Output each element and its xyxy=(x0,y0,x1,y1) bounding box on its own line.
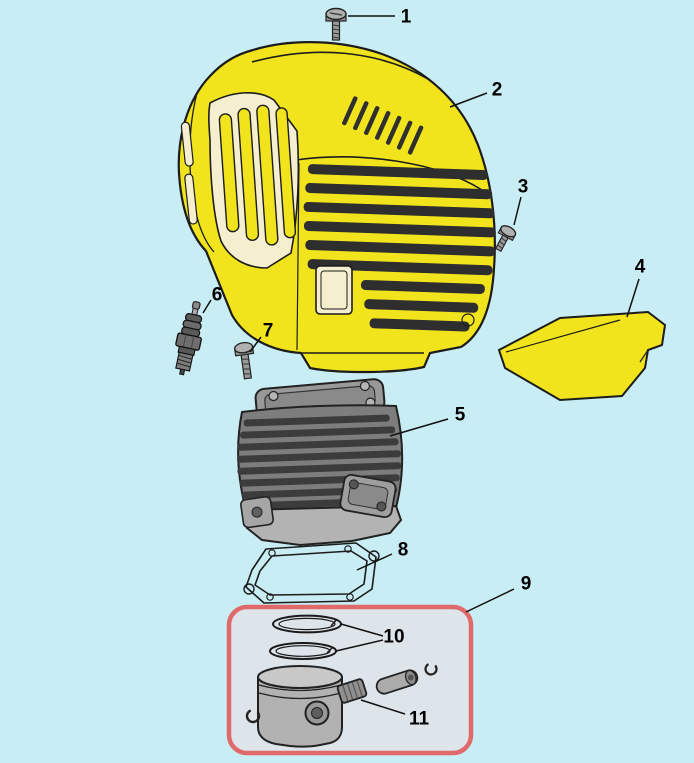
leader-line-8 xyxy=(356,553,393,571)
cover-grille xyxy=(303,164,496,332)
piston xyxy=(257,665,343,748)
cylinder xyxy=(236,378,404,547)
cover-window-inner xyxy=(320,270,348,310)
leader-line-10a xyxy=(340,623,384,637)
screw-3 xyxy=(494,225,517,252)
part-label-2: 2 xyxy=(492,80,503,101)
part-label-10: 10 xyxy=(383,627,404,648)
circlip-right xyxy=(424,662,438,676)
wrist-pin xyxy=(375,669,419,695)
part-label-7: 7 xyxy=(263,321,274,342)
cover-front-ridge xyxy=(295,156,483,191)
leader-line-6 xyxy=(202,299,212,314)
part-label-4: 4 xyxy=(635,257,646,278)
engine-cover xyxy=(177,41,496,374)
gasket xyxy=(243,542,380,604)
part-label-6: 6 xyxy=(212,285,223,306)
cover-window xyxy=(315,265,353,315)
spark-plug xyxy=(175,301,203,376)
cover-plate xyxy=(497,310,667,402)
circlip-left xyxy=(245,708,261,724)
cylinder-left-lug xyxy=(240,496,274,529)
part-label-9: 9 xyxy=(521,574,532,595)
gasket-ear-left xyxy=(243,583,255,595)
leader-line-9 xyxy=(465,588,515,613)
leader-line-3 xyxy=(513,196,522,226)
cover-frame-slots xyxy=(180,121,198,225)
leader-line-4 xyxy=(626,278,640,318)
leader-line-11 xyxy=(360,699,406,715)
part-label-11: 11 xyxy=(409,709,430,730)
needle-bearing xyxy=(336,678,368,704)
cylinder-exhaust-flange xyxy=(339,473,397,519)
screw-1 xyxy=(325,7,347,41)
leader-line-5 xyxy=(389,418,449,437)
cover-screw-boss xyxy=(461,313,475,327)
gasket-ear-right xyxy=(368,550,380,562)
part-label-8: 8 xyxy=(398,540,409,561)
cover-top-slats xyxy=(342,96,424,155)
leader-line-10b xyxy=(335,639,384,652)
screw-7 xyxy=(234,341,255,380)
cover-top-ridge xyxy=(251,51,431,81)
part-label-1: 1 xyxy=(401,7,412,28)
part-label-5: 5 xyxy=(455,405,466,426)
leader-line-2 xyxy=(449,92,488,108)
cylinder-base xyxy=(244,504,403,547)
leader-line-7 xyxy=(249,336,262,353)
part-label-3: 3 xyxy=(518,177,529,198)
cover-vent-slots xyxy=(218,104,297,246)
